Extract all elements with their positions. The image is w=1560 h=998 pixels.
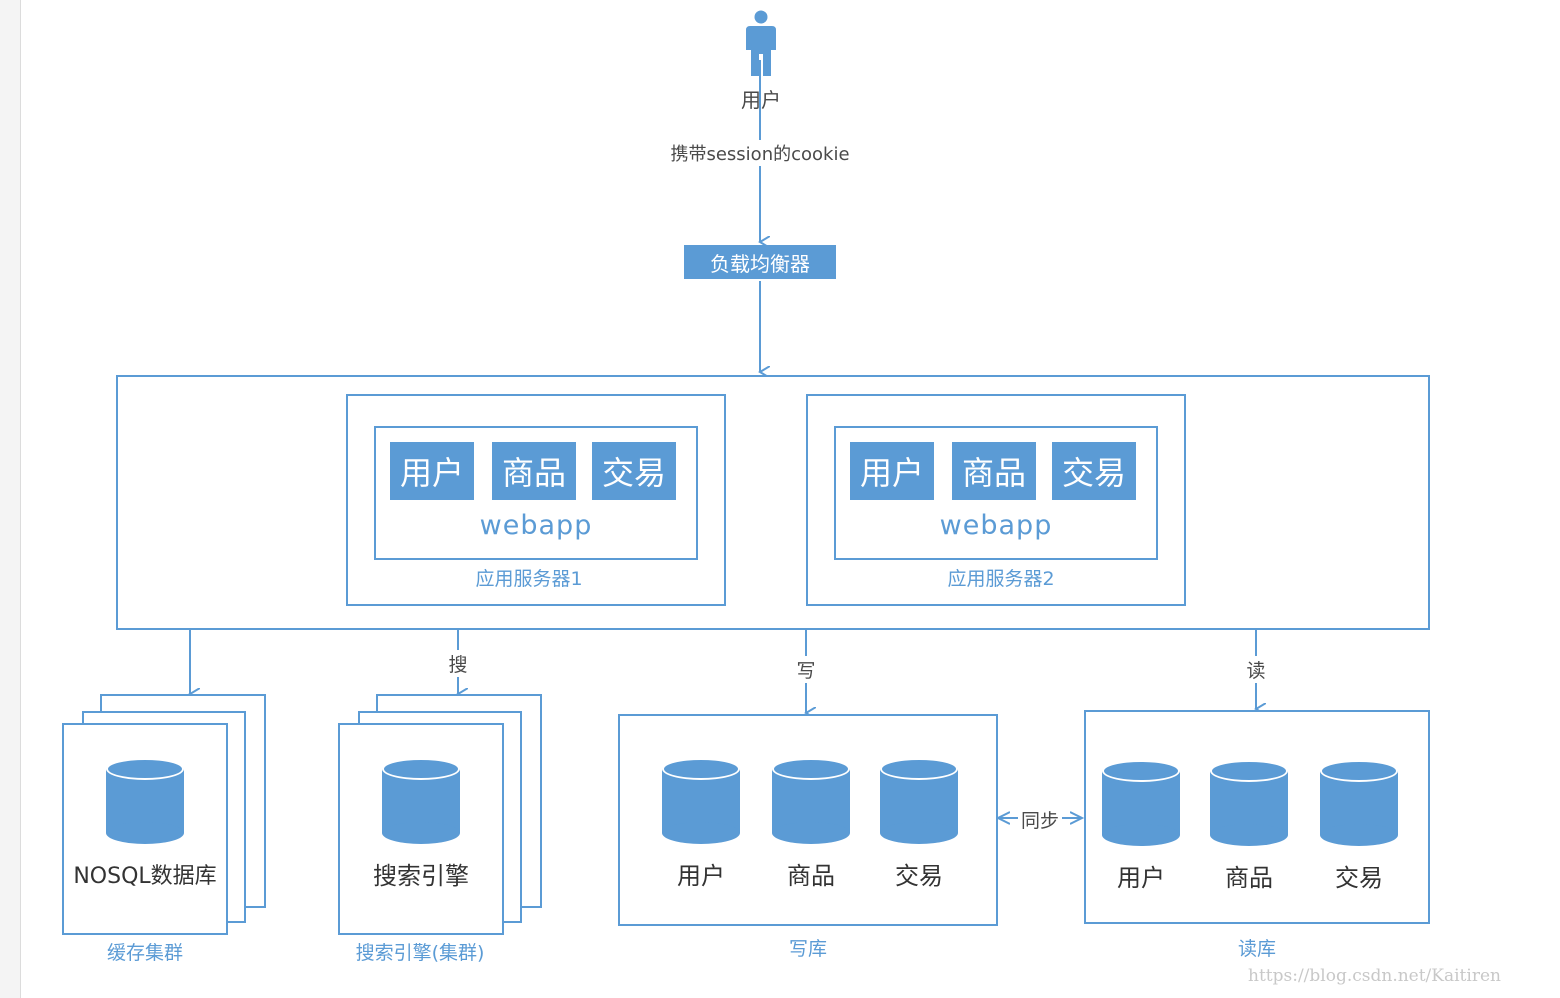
read-db-user-label: 用户 <box>1117 864 1165 892</box>
edge-label-sync: 同步 <box>1018 806 1062 833</box>
edge-label-read: 读 <box>1244 656 1268 683</box>
module-user-2: 用户 <box>850 442 934 500</box>
module-product-1: 商品 <box>492 442 576 500</box>
page-left-margin <box>0 0 21 998</box>
write-db-product-label: 商品 <box>787 862 835 890</box>
read-db-product-label: 商品 <box>1225 864 1273 892</box>
write-db-caption: 写库 <box>788 938 827 960</box>
cookie-label: 携带session的cookie <box>664 140 856 166</box>
write-db-trade-label: 交易 <box>895 862 943 890</box>
webapp-label-1: webapp <box>479 510 593 541</box>
app-server-1-caption: 应用服务器1 <box>475 568 583 590</box>
read-db-user-icon <box>1102 760 1180 846</box>
read-db-product-icon <box>1210 760 1288 846</box>
module-user-1: 用户 <box>390 442 474 500</box>
write-db-user-icon <box>662 758 740 844</box>
user-label: 用户 <box>741 88 781 112</box>
watermark: https://blog.csdn.net/Kaitiren <box>1248 966 1501 986</box>
module-trade-2: 交易 <box>1052 442 1136 500</box>
write-db-user-label: 用户 <box>677 862 725 890</box>
module-product-2: 商品 <box>952 442 1036 500</box>
webapp-label-2: webapp <box>939 510 1053 541</box>
search-engine-title: 搜索引擎 <box>373 862 469 890</box>
read-db-caption: 读库 <box>1237 938 1276 960</box>
app-server-cluster <box>116 375 1430 630</box>
module-trade-1: 交易 <box>592 442 676 500</box>
edge-label-write: 写 <box>794 656 818 683</box>
user-icon <box>746 10 776 76</box>
search-engine-caption: 搜索引擎(集群) <box>355 942 485 964</box>
app-server-2-caption: 应用服务器2 <box>947 568 1055 590</box>
nosql-caption: 缓存集群 <box>106 942 183 964</box>
nosql-title: NOSQL数据库 <box>73 864 217 889</box>
read-db-trade-icon <box>1320 760 1398 846</box>
load-balancer: 负载均衡器 <box>684 245 836 279</box>
edge-label-search: 搜 <box>446 650 470 677</box>
read-db-trade-label: 交易 <box>1335 864 1383 892</box>
search-database-icon <box>382 758 460 844</box>
write-db-product-icon <box>772 758 850 844</box>
write-db-trade-icon <box>880 758 958 844</box>
nosql-database-icon <box>106 758 184 844</box>
